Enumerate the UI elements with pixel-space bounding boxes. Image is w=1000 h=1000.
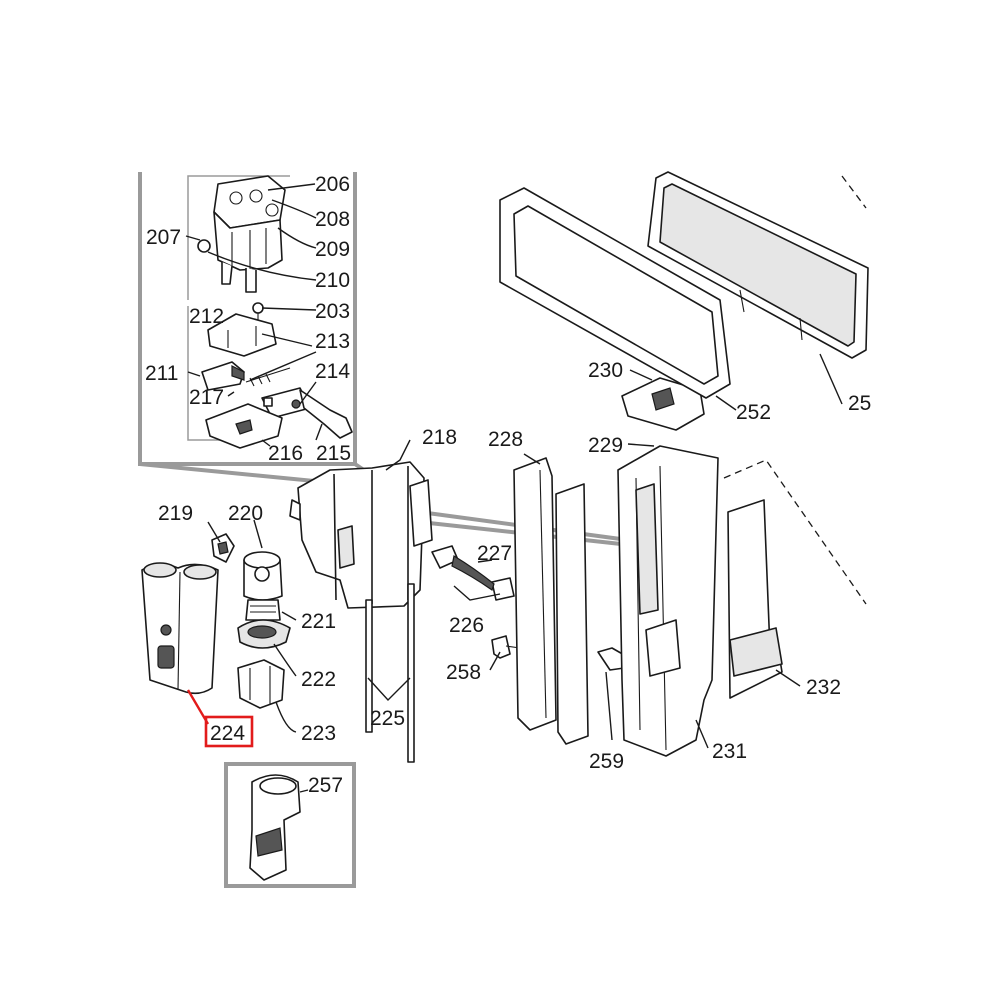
- label-209[interactable]: 209: [315, 238, 350, 261]
- label-222[interactable]: 222: [301, 668, 336, 691]
- part-209-valve-legs[interactable]: [221, 262, 257, 293]
- label-216[interactable]: 216: [268, 442, 303, 465]
- part-218-housing[interactable]: [289, 461, 433, 609]
- part-229-frame-column[interactable]: [617, 445, 719, 757]
- part-227-cable[interactable]: [451, 555, 495, 591]
- label-229[interactable]: 229: [588, 434, 623, 457]
- part-224-milk-container[interactable]: [141, 562, 219, 695]
- label-230[interactable]: 230: [588, 359, 623, 382]
- label-25-truncated[interactable]: 25: [848, 392, 871, 415]
- label-224[interactable]: 224: [210, 722, 245, 745]
- label-210[interactable]: 210: [315, 269, 350, 292]
- part-219-small-clip[interactable]: [211, 533, 235, 563]
- main-leader-lines: [207, 353, 843, 793]
- part-220-upper-valve[interactable]: [243, 551, 283, 601]
- label-211[interactable]: 211: [145, 362, 178, 385]
- inset-leader-lines: [185, 183, 323, 447]
- label-252[interactable]: 252: [736, 401, 771, 424]
- highlight-part-224: [186, 689, 254, 748]
- detail-inset-257-frame: [224, 762, 356, 888]
- part-217-clip[interactable]: [201, 361, 245, 391]
- part-216-base-plate[interactable]: [205, 403, 283, 449]
- part-230-top-bracket[interactable]: [621, 377, 705, 431]
- part-207-valve-body[interactable]: [197, 211, 283, 271]
- label-215[interactable]: 215: [316, 442, 351, 465]
- label-207[interactable]: 207: [146, 226, 181, 249]
- part-25x-display-panel[interactable]: [647, 171, 869, 359]
- label-221[interactable]: 221: [301, 610, 336, 633]
- label-257[interactable]: 257: [308, 774, 343, 797]
- label-226[interactable]: 226: [449, 614, 484, 637]
- label-206[interactable]: 206: [315, 173, 350, 196]
- label-232[interactable]: 232: [806, 676, 841, 699]
- part-257-alt-valve[interactable]: [249, 774, 301, 881]
- label-203[interactable]: 203: [315, 300, 350, 323]
- label-259[interactable]: 259: [589, 750, 624, 773]
- part-221-valve-stem[interactable]: [245, 599, 281, 621]
- label-227[interactable]: 227: [477, 542, 512, 565]
- part-labels: 206 207 208 209 210 203 212 211 213 214 …: [145, 173, 871, 797]
- part-252-window-frame[interactable]: [499, 187, 731, 399]
- label-208[interactable]: 208: [315, 208, 350, 231]
- label-225[interactable]: 225: [370, 707, 405, 730]
- part-228-cover-panel[interactable]: [513, 457, 589, 745]
- part-258-small-connector[interactable]: [491, 635, 521, 659]
- label-217[interactable]: 217: [189, 386, 224, 409]
- part-212-bracket[interactable]: [207, 313, 277, 357]
- part-213-spring-pin[interactable]: [245, 367, 291, 387]
- label-218[interactable]: 218: [422, 426, 457, 449]
- label-214[interactable]: 214: [315, 360, 350, 383]
- part-215-ribbon-cable[interactable]: [299, 389, 353, 439]
- label-223[interactable]: 223: [301, 722, 336, 745]
- part-225-rods[interactable]: [365, 583, 415, 763]
- label-228[interactable]: 228: [488, 428, 523, 451]
- part-223-lower-clamp[interactable]: [237, 659, 285, 709]
- highlight-box-224: [204, 715, 254, 748]
- part-232-side-plate[interactable]: [727, 499, 783, 699]
- label-213[interactable]: 213: [315, 330, 350, 353]
- label-212[interactable]: 212: [189, 305, 224, 328]
- part-206-valve-head[interactable]: [213, 175, 286, 229]
- label-219[interactable]: 219: [158, 502, 193, 525]
- dashed-guide-lines: [723, 175, 867, 605]
- label-258[interactable]: 258: [446, 661, 481, 684]
- label-220[interactable]: 220: [228, 502, 263, 525]
- label-231[interactable]: 231: [712, 740, 747, 763]
- part-222-valve-base[interactable]: [237, 619, 291, 649]
